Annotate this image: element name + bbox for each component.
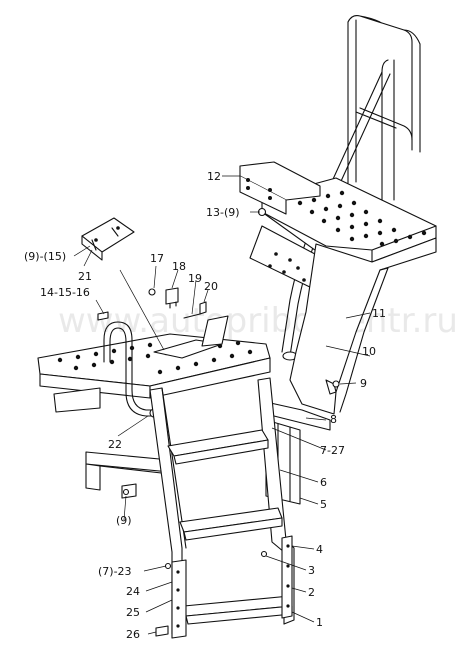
label-13-9: 13-(9)	[206, 206, 240, 219]
label-2: 2	[308, 586, 315, 599]
bolt-14-icon	[97, 311, 109, 321]
label-10: 10	[362, 345, 376, 358]
label-22: 22	[108, 438, 122, 451]
label-12: 12	[207, 170, 221, 183]
watermark: www.autopriborcentr.ru	[58, 301, 458, 341]
leader-lines	[73, 175, 371, 635]
label-7-27: 7-27	[320, 444, 345, 457]
label-3: 3	[308, 564, 315, 577]
label-4: 4	[316, 543, 323, 556]
label-1: 1	[316, 616, 323, 629]
label-6: 6	[320, 476, 327, 489]
label-8: 8	[330, 413, 337, 426]
latch-components	[148, 287, 207, 319]
label-9-15: (9)-(15)	[24, 250, 66, 263]
label-7-23: (7)-23	[98, 565, 132, 578]
bolt-26-icon	[155, 625, 169, 637]
side-panel-11	[289, 237, 437, 415]
label-24: 24	[126, 585, 140, 598]
part-labels: 12 13-(9) 11 10 9 8 7-27 6 5 4 3 2 1 (7)…	[24, 170, 386, 641]
label-18: 18	[172, 260, 186, 273]
label-21: 21	[78, 270, 92, 283]
bolt-3-icon	[260, 550, 268, 558]
label-9-bottom: (9)	[116, 514, 132, 527]
upper-platform	[249, 177, 437, 291]
label-5: 5	[320, 498, 327, 511]
label-11: 11	[372, 307, 386, 320]
label-26: 26	[126, 628, 140, 641]
label-19: 19	[188, 272, 202, 285]
label-14-15-16: 14-15-16	[40, 286, 90, 299]
label-25: 25	[126, 606, 140, 619]
label-17: 17	[150, 252, 164, 265]
bolt-9-icon	[332, 380, 340, 388]
bolt-9-lower-icon	[122, 488, 130, 496]
label-20: 20	[204, 280, 218, 293]
lower-left-frame	[53, 387, 171, 499]
bracket-21	[81, 217, 135, 261]
label-9-right: 9	[360, 377, 367, 390]
ladder	[149, 377, 295, 639]
main-platform	[37, 315, 271, 399]
bolt-23-icon	[164, 562, 172, 570]
